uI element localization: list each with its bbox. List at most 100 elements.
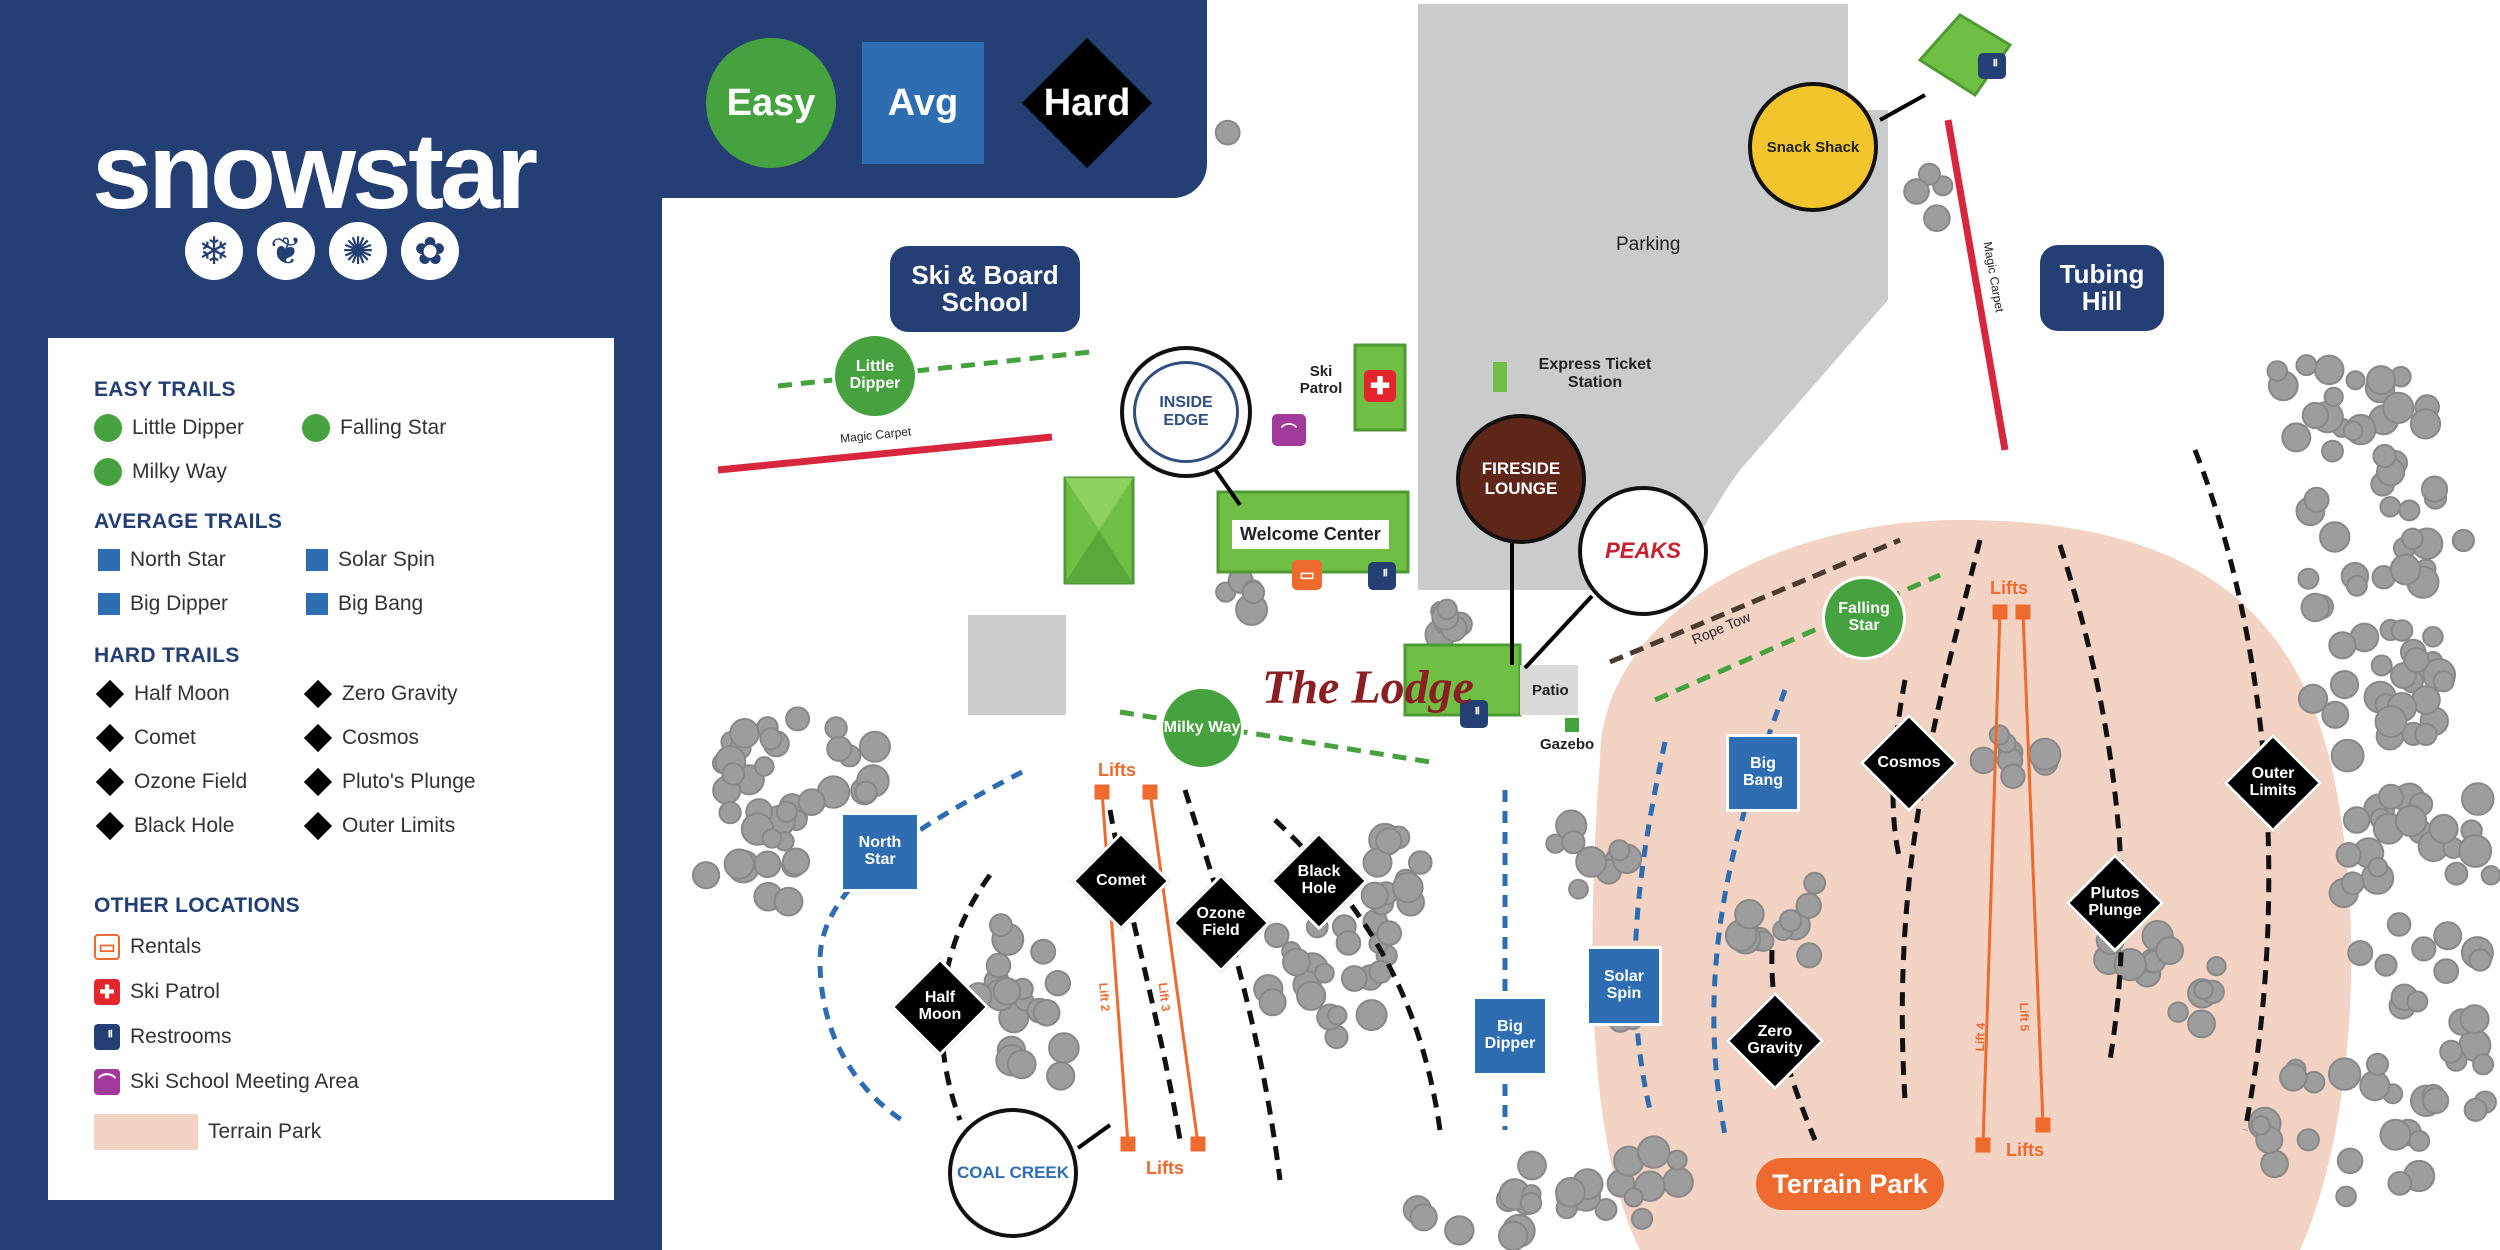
- tree: [2401, 527, 2424, 551]
- tree-clusters: [692, 119, 2500, 1250]
- tree: [753, 850, 782, 879]
- tree: [1048, 1032, 1080, 1064]
- snack-shack-medallion: Snack Shack: [1748, 82, 1878, 212]
- ski-patrol-icon: ✚: [94, 979, 120, 1005]
- tree: [2365, 1052, 2390, 1076]
- tree: [1575, 846, 1607, 878]
- tree: [2374, 705, 2408, 739]
- tree: [2327, 1057, 2362, 1091]
- sun-icon: ✺: [329, 222, 387, 280]
- tree: [2461, 782, 2495, 816]
- tree: [759, 727, 783, 751]
- trail-marker-big-bang: Big Bang: [1726, 734, 1800, 812]
- lifts-label: Lifts: [2006, 1140, 2044, 1160]
- tree: [1662, 1166, 1694, 1198]
- legend-item: Terrain Park: [94, 1114, 321, 1150]
- tree: [1498, 1220, 1529, 1250]
- trail-marker-falling-star: Falling Star: [1822, 576, 1906, 660]
- tree: [2321, 700, 2350, 729]
- tubing-hill-label: Tubing Hill: [2040, 245, 2164, 331]
- tree: [2379, 1118, 2412, 1151]
- tree: [1796, 942, 1823, 969]
- tree: [2406, 990, 2429, 1013]
- tree: [2377, 783, 2405, 810]
- inside-edge-medallion: INSIDE EDGE: [1120, 346, 1252, 478]
- tree: [2319, 521, 2351, 553]
- ski-school-meeting-icon: ⌒: [1272, 414, 1306, 446]
- tree: [2367, 857, 2389, 878]
- lodge-logo: The Lodge: [1262, 661, 1474, 714]
- tree: [1517, 1150, 1547, 1181]
- hard-diamond-icon: [303, 811, 333, 841]
- tree: [2155, 936, 2185, 966]
- legend-item: Pluto's Plunge: [303, 767, 476, 797]
- tree: [2394, 804, 2428, 838]
- tree: [1779, 909, 1803, 933]
- difficulty-easy-badge: Easy: [706, 38, 836, 168]
- legend-item: North Star: [98, 548, 226, 572]
- coal-creek-medallion: COAL CREEK: [948, 1108, 1078, 1238]
- tree: [2480, 865, 2500, 886]
- pointer-arrows: [1076, 93, 1926, 1150]
- tree: [718, 801, 742, 825]
- tree: [2335, 842, 2362, 868]
- tree: [1409, 1203, 1438, 1232]
- express-ticket-label: Express Ticket Station: [1538, 356, 1652, 391]
- rentals-icon: ▭: [94, 934, 120, 960]
- restrooms-icon: ᅵᅵ: [1978, 53, 2006, 79]
- hard-diamond-icon: [95, 767, 125, 797]
- tree: [761, 828, 783, 849]
- restrooms-icon: ᅵᅵ: [1368, 562, 1396, 590]
- trail-path-ozone: [1182, 789, 1283, 1181]
- brand-icons: ❄ ❦ ✺ ✿: [185, 222, 459, 280]
- tree: [1214, 119, 1241, 146]
- trail-marker-milky-way: Milky Way: [1160, 686, 1244, 770]
- trail-marker-north-star: North Star: [840, 812, 920, 892]
- tree: [1264, 922, 1290, 949]
- tree: [992, 977, 1022, 1006]
- ski-school-label: Ski & Board School: [890, 246, 1080, 332]
- tree: [2297, 683, 2329, 714]
- tree: [2206, 956, 2227, 977]
- lifts-label: Lifts: [1098, 760, 1136, 780]
- tree: [1666, 1149, 1688, 1171]
- magic-carpet-line: [1944, 119, 2009, 451]
- tree: [2433, 958, 2460, 984]
- patio-label: Patio: [1532, 682, 1569, 699]
- tree: [2028, 737, 2062, 771]
- tree: [1392, 871, 1424, 904]
- tree: [2335, 1185, 2357, 1208]
- tree: [2303, 486, 2330, 513]
- hard-diamond-icon: [303, 679, 333, 709]
- tree: [1375, 827, 1403, 855]
- brand-logo: snowstar: [92, 110, 538, 231]
- lifts-label: Lifts: [1990, 578, 2028, 598]
- snowflake-icon: ❄: [185, 222, 243, 280]
- ski-patrol-label: Ski Patrol: [1299, 363, 1343, 397]
- tree: [1555, 1177, 1586, 1208]
- tree: [2379, 496, 2401, 518]
- tree: [775, 800, 798, 823]
- hard-diamond-icon: [95, 811, 125, 841]
- legend-hard-heading: HARD TRAILS: [94, 644, 240, 667]
- tree: [2266, 360, 2289, 382]
- tree: [2336, 1147, 2364, 1175]
- trail-marker-outer-limits: Outer Limits: [2223, 733, 2323, 833]
- tree: [826, 735, 853, 763]
- legend-item: Milky Way: [94, 458, 227, 486]
- trail-marker-big-dipper: Big Dipper: [1472, 996, 1548, 1076]
- tree: [1327, 1005, 1348, 1026]
- tree: [2300, 592, 2330, 623]
- legend-item: Comet: [95, 723, 196, 753]
- tree: [2250, 1115, 2271, 1136]
- tree: [1376, 920, 1402, 947]
- trail-marker-little-dipper: Little Dipper: [832, 333, 918, 419]
- tree: [797, 788, 826, 816]
- tree: [2398, 499, 2421, 522]
- tree: [985, 952, 1012, 979]
- tree: [2345, 370, 2366, 391]
- tree: [2444, 861, 2469, 886]
- tree: [1006, 1049, 1037, 1080]
- rope-tow-line: [1609, 537, 1901, 665]
